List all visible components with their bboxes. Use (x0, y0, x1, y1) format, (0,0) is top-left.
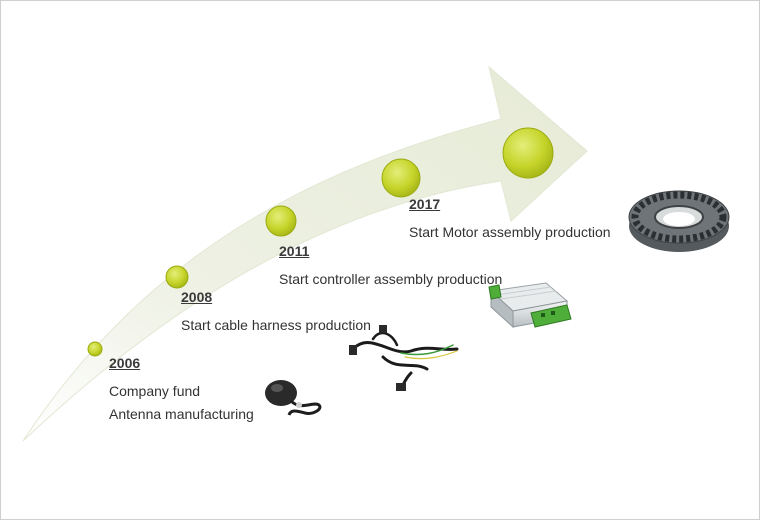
milestone-2008: 2008 Start cable harness production (181, 289, 371, 337)
milestone-description: Start controller assembly production (279, 271, 503, 287)
milestone-description: Start Motor assembly production (409, 224, 611, 240)
milestone-dot-2017-a (381, 158, 421, 198)
milestone-description: Company fund (109, 383, 201, 399)
milestone-dot-2008 (165, 265, 189, 289)
milestone-year: 2017 (409, 196, 441, 212)
growth-arrow (22, 65, 588, 442)
milestone-year: 2011 (279, 243, 310, 259)
milestone-dot-2011 (265, 205, 297, 237)
milestone-dot-2017-b (502, 127, 554, 179)
motor-stator-icon (628, 190, 730, 252)
milestone-dot-2006 (87, 341, 103, 357)
antenna-icon (265, 380, 322, 416)
milestone-description: Antenna manufacturing (109, 406, 254, 422)
milestone-year: 2006 (109, 355, 141, 371)
milestone-2017: 2017 Start Motor assembly production (409, 196, 611, 244)
milestone-description: Start cable harness production (181, 317, 371, 333)
milestone-year: 2008 (181, 289, 213, 305)
cable-harness-icon (349, 325, 459, 391)
milestone-2011: 2011 Start controller assembly productio… (279, 243, 502, 291)
milestone-2006: 2006 Company fund Antenna manufacturing (109, 355, 254, 426)
controller-icon (488, 282, 572, 329)
